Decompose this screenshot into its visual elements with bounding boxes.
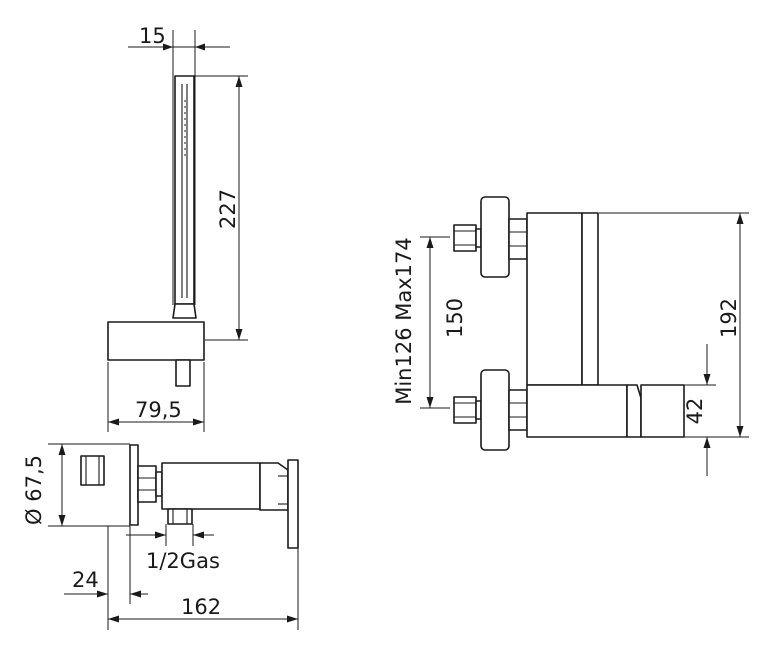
plan-connector xyxy=(155,471,163,497)
mixer-plan-view: Ø 67,5 1/2Gas 24 162 xyxy=(22,443,299,630)
plan-lever-base xyxy=(259,462,289,511)
upper-flange xyxy=(480,196,510,278)
plan-wall-flange xyxy=(129,444,139,526)
lever-bevel xyxy=(626,384,642,438)
lower-hex-nut xyxy=(508,389,528,431)
horizontal-mixer-body xyxy=(526,384,628,438)
dim-inlet-centers-range: Min126 Max174 xyxy=(392,237,416,405)
plan-outlet-thread xyxy=(167,508,193,525)
plan-hex-nut xyxy=(137,465,157,503)
dim-holder-depth: 79,5 xyxy=(135,398,182,422)
lever-cap xyxy=(640,384,685,438)
mixer-side-view: Min126 Max174 150 192 xyxy=(392,196,749,476)
dim-body-height: 42 xyxy=(683,398,707,425)
hand-shower-view: 15 227 79,5 xyxy=(107,24,248,432)
plan-mixer-body xyxy=(161,462,261,510)
dim-inlet-centers: 150 xyxy=(443,298,467,338)
vertical-mixer-body xyxy=(526,212,583,386)
hand-shower-handle xyxy=(174,75,195,305)
plan-lever-handle xyxy=(287,459,299,549)
vertical-body-end xyxy=(581,212,599,386)
lower-inlet-fitting xyxy=(453,396,477,424)
dim-mixer-depth: 162 xyxy=(181,595,221,619)
dim-flange-diameter: Ø 67,5 xyxy=(22,455,46,525)
upper-inlet-fitting xyxy=(453,224,477,252)
dim-hand-shower-width: 15 xyxy=(139,24,166,48)
dim-wall-offset: 24 xyxy=(72,568,99,592)
upper-hex-nut xyxy=(508,218,528,260)
dim-mixer-height: 192 xyxy=(717,298,741,338)
shower-holder-pin xyxy=(175,359,191,387)
lower-flange xyxy=(480,369,510,451)
dim-hand-shower-length: 227 xyxy=(216,189,240,229)
dim-inlet-thread: 1/2Gas xyxy=(146,549,220,573)
shower-holder-block xyxy=(107,321,205,361)
plan-hand-shower-inlet xyxy=(80,455,105,486)
hand-shower-cone xyxy=(172,303,197,319)
